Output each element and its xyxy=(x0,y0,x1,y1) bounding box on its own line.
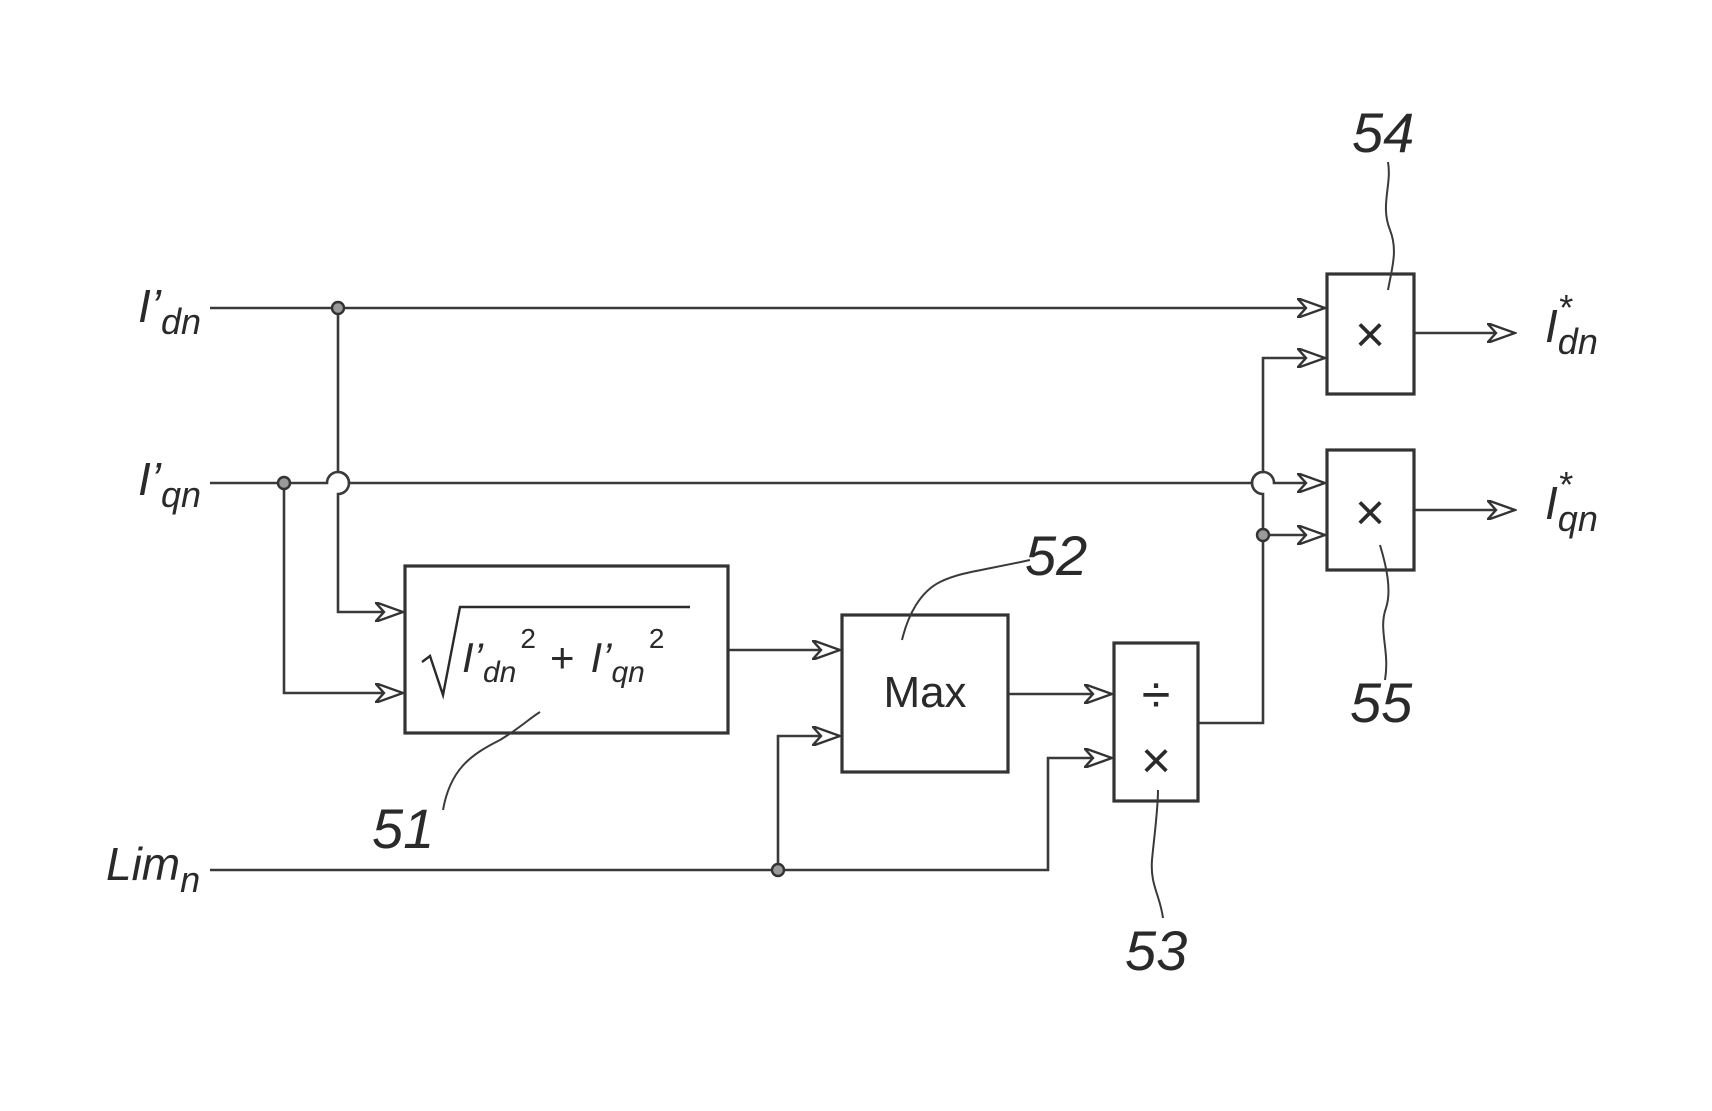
wire-limn-branch-to-52 xyxy=(778,736,840,870)
max-label: Max xyxy=(883,668,966,717)
multiply-symbol-55: × xyxy=(1355,484,1385,542)
input-label-idn: I’dn xyxy=(138,280,201,342)
ref-label-51: 51 xyxy=(372,797,434,860)
multiply-symbol-54: × xyxy=(1355,306,1385,364)
input-label-iqn: I’qn xyxy=(138,453,201,515)
wire-idn-branch-to-51 xyxy=(338,308,403,612)
ref-label-53: 53 xyxy=(1125,919,1187,982)
leader-53 xyxy=(1152,790,1163,918)
ref-label-55: 55 xyxy=(1350,671,1413,734)
divide-symbol: ÷ xyxy=(1142,666,1171,724)
ref-label-52: 52 xyxy=(1025,524,1087,587)
junction-53-output xyxy=(1257,529,1269,541)
input-label-limn: Limn xyxy=(106,838,200,900)
junction-limn xyxy=(772,864,784,876)
junction-idn xyxy=(332,302,344,314)
leader-54 xyxy=(1386,162,1394,290)
junction-iqn xyxy=(278,477,290,489)
wire-iqn-branch-to-51 xyxy=(284,483,403,693)
wire-limn-to-53 xyxy=(210,758,1112,870)
multiply-symbol-53: × xyxy=(1141,732,1171,790)
ref-label-54: 54 xyxy=(1352,101,1414,164)
output-label-iqn: I*qn xyxy=(1545,464,1598,539)
wire-iqn-to-mult55 xyxy=(210,472,1325,483)
output-label-idn: I*dn xyxy=(1545,287,1598,362)
